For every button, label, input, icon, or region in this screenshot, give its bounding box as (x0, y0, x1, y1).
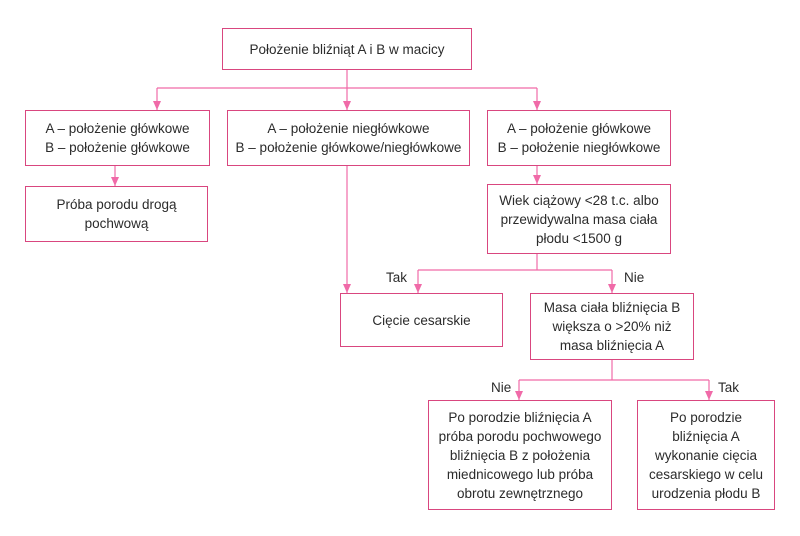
after-a-vaginal-box: Po porodzie bliźnięcia A próba porodu po… (428, 400, 612, 510)
head-nonhead-text: A – położenie główkowe B – położenie nie… (497, 121, 661, 155)
cesarean-box: Cięcie cesarskie (340, 293, 503, 347)
vaginal-trial-box: Próba porodu drogą pochwową (25, 186, 208, 242)
weight-diff-box: Masa ciała bliźnięcia B większa o >20% n… (530, 293, 694, 360)
cesarean-text: Cięcie cesarskie (372, 312, 471, 328)
label-gest-no: Nie (624, 270, 645, 285)
head-head-text: A – położenie główkowe B – położenie głó… (45, 121, 190, 155)
label-gest-yes: Tak (386, 270, 408, 285)
root-text: Położenie bliźniąt A i B w macicy (249, 41, 445, 57)
weight-diff-text: Masa ciała bliźnięcia B większa o >20% n… (543, 300, 681, 353)
label-weight-yes: Tak (718, 380, 740, 395)
gest-age-box: Wiek ciążowy <28 t.c. albo przewidywalna… (487, 184, 671, 254)
vaginal-trial-text: Próba porodu drogą pochwową (56, 197, 177, 231)
nonhead-text: A – położenie niegłówkowe B – położenie … (235, 121, 462, 155)
gest-age-text: Wiek ciążowy <28 t.c. albo przewidywalna… (499, 192, 659, 246)
after-a-cesarean-box: Po porodzie bliźnięcia A wykonanie cięci… (637, 400, 775, 510)
nonhead-box: A – położenie niegłówkowe B – położenie … (227, 110, 470, 166)
head-nonhead-box: A – położenie główkowe B – położenie nie… (487, 110, 671, 166)
root-box: Położenie bliźniąt A i B w macicy (222, 28, 472, 70)
after-a-vaginal-text: Po porodzie bliźnięcia A próba porodu po… (438, 409, 602, 501)
after-a-cesarean-text: Po porodzie bliźnięcia A wykonanie cięci… (648, 409, 764, 501)
head-head-box: A – położenie główkowe B – położenie głó… (25, 110, 210, 166)
label-weight-no: Nie (491, 380, 512, 395)
